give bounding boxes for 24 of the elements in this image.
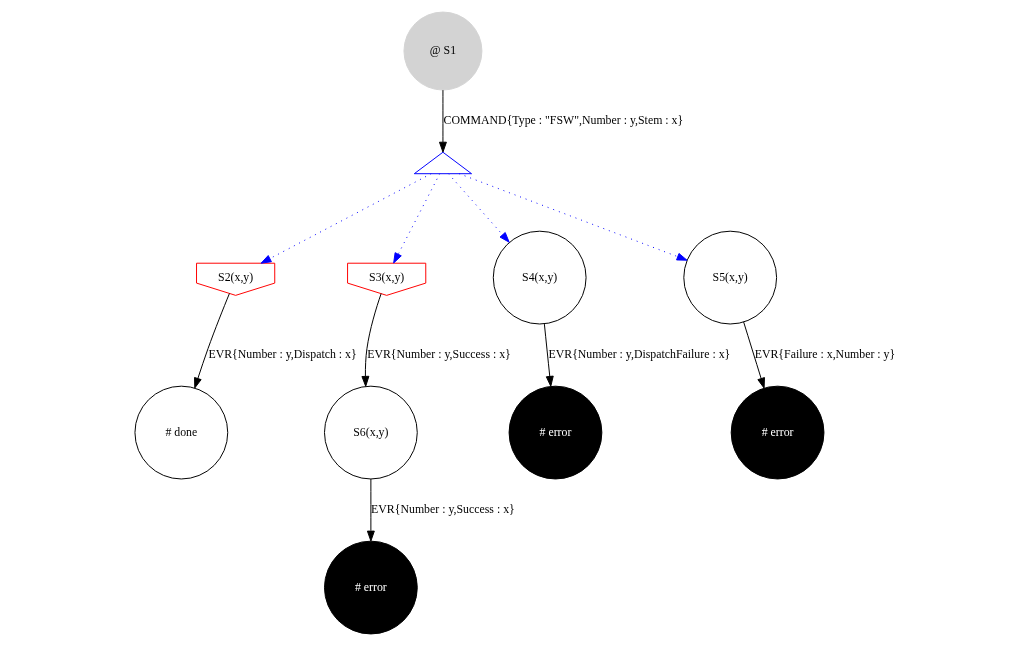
edge-label: EVR{Number : y,DispatchFailure : x} [548,347,730,362]
arrow [366,478,375,542]
node-circle: @ S1 [402,11,482,91]
arrow [193,293,230,389]
edge-label: EVR{Number : y,Success : x} [370,502,515,517]
node-circle: # done [133,385,228,480]
arrow [392,173,440,264]
arrow [360,293,382,387]
arrow [543,323,554,387]
edge-label: EVR{Failure : x,Number : y} [754,347,895,362]
edge-label: EVR{Number : y,Dispatch : x} [207,347,357,362]
node-circle: # error [323,540,418,635]
edge-label: EVR{Number : y,Success : x} [366,347,511,362]
node-circle: # error [730,385,824,480]
arrow [438,89,447,153]
node-triangle [413,151,472,175]
node-circle: S6(x,y) [323,385,418,480]
arrow [260,173,432,264]
edge-label: COMMAND{Type : "FSW",Number : y,Stem : x} [443,113,683,128]
node-circle: # error [508,385,602,480]
arrow [447,173,510,243]
arrow [742,321,765,389]
node-circle: S5(x,y) [682,230,777,325]
arrow [458,173,687,261]
